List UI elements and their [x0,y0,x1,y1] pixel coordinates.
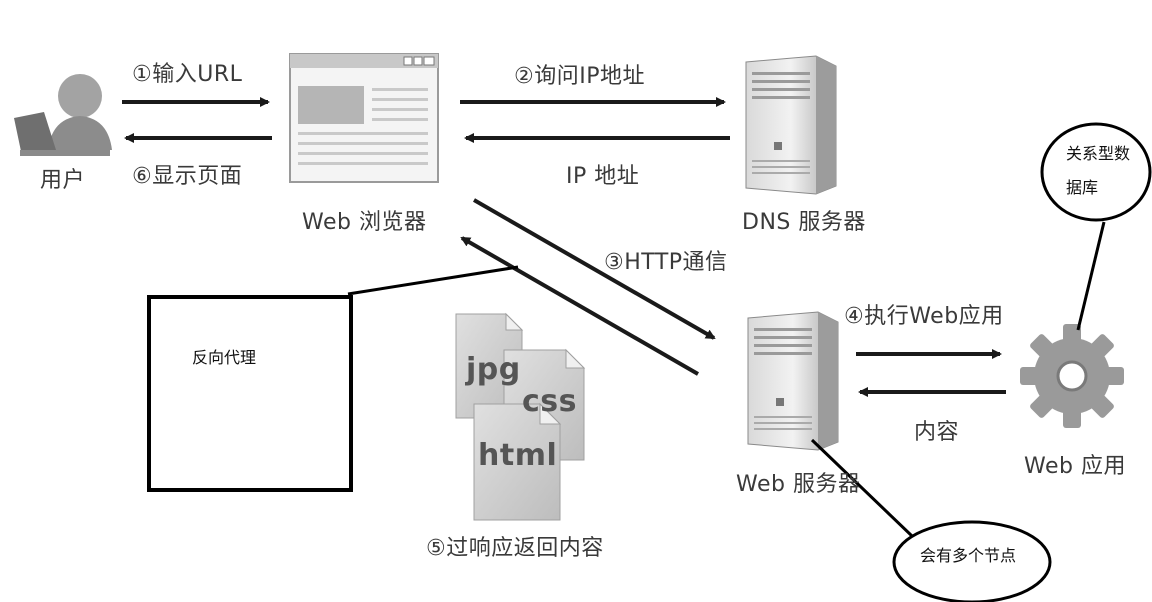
relational-db-text-line1: 关系型数 [1066,144,1131,163]
multi-node-connector [810,438,914,538]
file-css-label: css [522,384,577,419]
web-app-label: Web 应用 [1024,454,1126,479]
web-server-icon [747,311,839,451]
browser-label: Web 浏览器 [302,210,427,235]
relational-db-ellipse [1040,122,1152,222]
browser-window-icon [289,53,439,183]
content-label: 内容 [914,420,960,445]
multi-node-text: 会有多个节点 [920,546,1017,565]
step6-label: ⑥显示页面 [132,164,243,189]
dns-label: DNS 服务器 [742,210,866,235]
reverse-proxy-box [147,295,353,492]
relational-db-connector [1076,221,1106,331]
html-file-icon [473,402,562,521]
file-jpg-label: jpg [466,352,521,387]
gear-icon [1020,324,1124,428]
ip-reply-label: IP 地址 [566,164,640,189]
file-html-label: html [478,438,558,473]
user-icon [14,74,112,156]
step3-label: ③HTTP通信 [604,250,728,275]
arrow-webserver-to-browser [460,236,699,376]
dns-server-icon [745,55,837,195]
user-label: 用户 [40,168,86,193]
arrow-browser-to-webserver [473,198,716,340]
step1-label: ①输入URL [132,62,243,87]
reverse-proxy-connector [347,265,519,296]
multi-node-ellipse [892,520,1052,602]
relational-db-text-line2: 据库 [1066,178,1099,197]
web-server-label: Web 服务器 [736,472,861,497]
step2-label: ②询问IP地址 [514,64,645,89]
step5-label: ⑤过响应返回内容 [426,536,604,561]
step4-label: ④执行Web应用 [844,304,1004,329]
reverse-proxy-text: 反向代理 [192,348,257,367]
